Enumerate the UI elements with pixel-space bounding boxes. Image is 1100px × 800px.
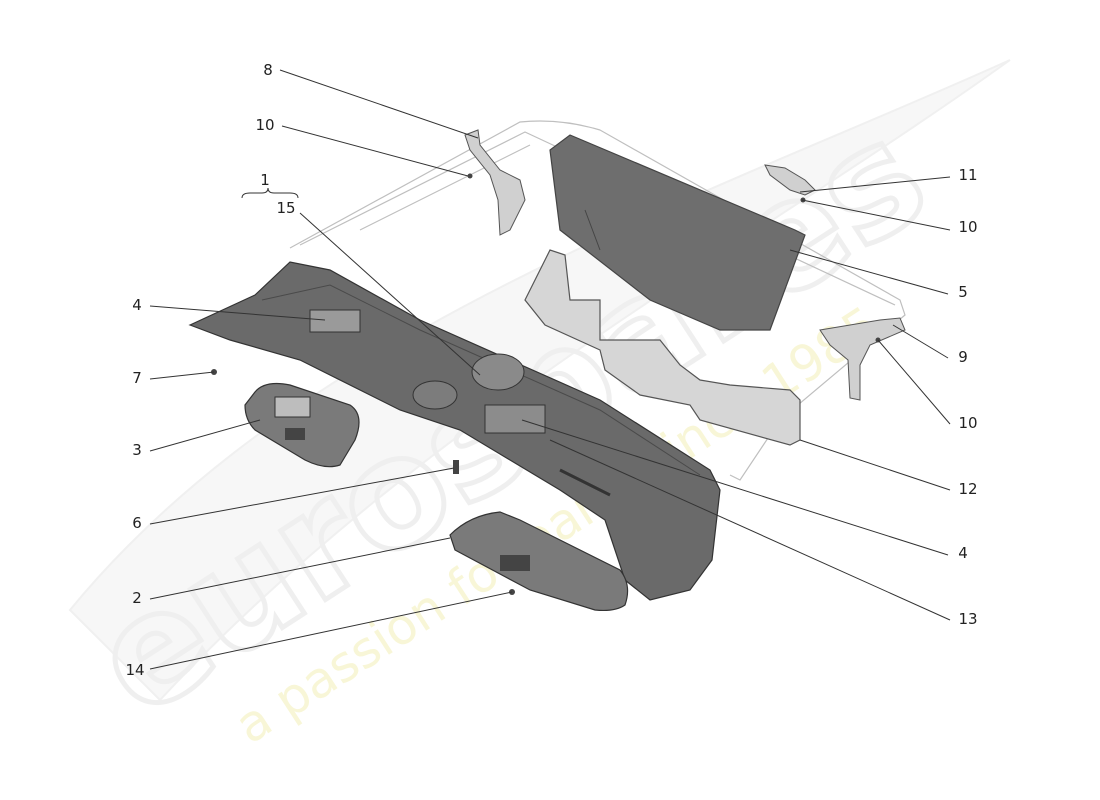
hinge-right [764,164,906,401]
callout-number: 4 [958,544,968,562]
callout-leader-line [799,176,951,193]
callout-leader-line [299,212,481,376]
callout-number: 3 [132,441,142,459]
callout-leader-line [892,324,949,359]
callout-leader-line [877,339,951,425]
callout: 3 [132,419,261,459]
callout-1-brace [241,187,299,199]
callout-leader-line [549,439,951,621]
callout-leader-line [789,249,949,295]
callout: 2 [132,537,451,607]
callout-leader-line [281,125,469,177]
sun-visor-right [449,511,629,612]
callout-number: 8 [263,61,273,79]
callout-number: 4 [132,296,142,314]
callout-number: 14 [125,661,144,679]
callout: 10 [801,199,978,236]
callout-number: 10 [255,116,274,134]
callout: 14 [125,591,513,679]
callout: 10 [255,116,469,177]
callout-leader-line [149,591,513,670]
callout: 1 [260,171,270,189]
callout-leader-line [149,371,215,380]
callout: 11 [799,166,978,193]
callout: 8 [263,61,479,139]
callout: 12 [799,439,978,498]
roof-lining-panel [188,261,721,601]
callout-number: 10 [958,218,977,236]
callout: 9 [892,324,968,366]
callout: 10 [877,339,978,432]
callout-number: 11 [958,166,977,184]
callout: 13 [549,439,978,628]
callout-number: 1 [260,171,270,189]
callout: 7 [132,369,215,387]
callout: 5 [789,249,968,301]
callout-number: 6 [132,514,142,532]
callout: 4 [521,419,968,562]
callout-layer: 8 10 1 15 4 7 3 6 2 14 11 10 5 9 10 12 4 13 [125,61,977,679]
callout: 6 [132,467,455,532]
callout-leader-line [521,419,949,556]
callout: 15 [276,199,481,376]
hinge-left [464,129,526,236]
callout-number: 2 [132,589,142,607]
callout-leader-line [801,199,951,231]
callout-leader-line [149,419,261,452]
callout-number: 15 [276,199,295,217]
callout-number: 5 [958,283,968,301]
watermark-swoosh [68,59,1011,702]
callout-number: 10 [958,414,977,432]
callout-number: 13 [958,610,977,628]
rear-window [549,134,806,331]
callout: 4 [132,296,326,321]
callout-leader-line [149,467,455,525]
callout-number: 9 [958,348,968,366]
callout-number: 12 [958,480,977,498]
callout-leader-line [149,305,326,321]
callout-number: 7 [132,369,142,387]
callout-leader-line [799,439,951,491]
callout-leader-line [149,537,451,600]
callout-leader-line [279,69,479,139]
support-bracket [524,249,801,446]
